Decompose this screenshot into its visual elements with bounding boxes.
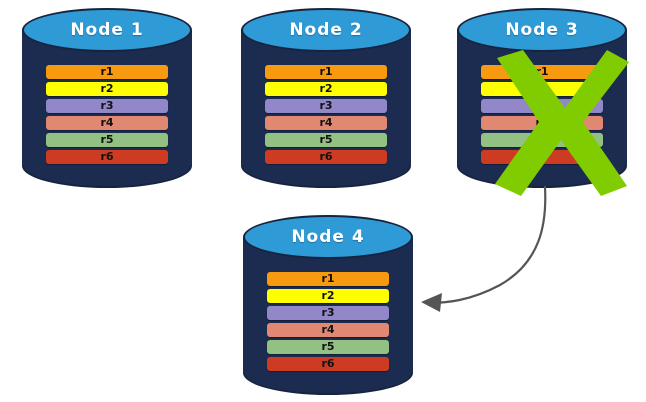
node-4-records: r1 r2 r3 r4 r5 r6 [266, 272, 390, 371]
record-bar[interactable]: r6 [266, 357, 390, 371]
record-bar[interactable]: r3 [266, 306, 390, 320]
record-bar[interactable]: r5 [45, 133, 169, 147]
node-3-label: Node 3 [505, 20, 579, 40]
record-bar[interactable]: r3 [264, 99, 388, 113]
node-3[interactable]: Node 3 r1 r2 r3 r4 r5 r6 [457, 8, 629, 196]
cylinder-top [22, 8, 192, 52]
node-3-records: r1 r2 r3 r4 r5 r6 [480, 65, 604, 164]
record-bar[interactable]: r1 [266, 272, 390, 286]
record-bar[interactable]: r4 [266, 323, 390, 337]
record-bar[interactable]: r5 [480, 133, 604, 147]
record-bar[interactable]: r2 [45, 82, 169, 96]
record-bar[interactable]: r6 [45, 150, 169, 164]
node-4-label: Node 4 [291, 227, 365, 247]
record-bar[interactable]: r2 [266, 289, 390, 303]
record-bar[interactable]: r4 [45, 116, 169, 130]
record-bar[interactable]: r3 [480, 99, 604, 113]
node-2-records: r1 r2 r3 r4 r5 r6 [264, 65, 388, 164]
cylinder-top [243, 215, 413, 259]
failover-arrow-line [426, 185, 547, 305]
node-1-label: Node 1 [70, 20, 144, 40]
failover-arrow-head-icon [421, 293, 442, 312]
record-bar[interactable]: r4 [264, 116, 388, 130]
record-bar[interactable]: r1 [264, 65, 388, 79]
node-1[interactable]: Node 1 r1 r2 r3 r4 r5 r6 [22, 8, 192, 188]
node-2-label: Node 2 [289, 20, 363, 40]
cylinder-top [241, 8, 411, 52]
record-bar[interactable]: r5 [264, 133, 388, 147]
record-bar[interactable]: r1 [480, 65, 604, 79]
node-2[interactable]: Node 2 r1 r2 r3 r4 r5 r6 [241, 8, 411, 188]
node-1-records: r1 r2 r3 r4 r5 r6 [45, 65, 169, 164]
node-4[interactable]: Node 4 r1 r2 r3 r4 r5 r6 [243, 215, 413, 395]
record-bar[interactable]: r5 [266, 340, 390, 354]
record-bar[interactable]: r1 [45, 65, 169, 79]
record-bar[interactable]: r2 [264, 82, 388, 96]
record-bar[interactable]: r2 [480, 82, 604, 96]
record-bar[interactable]: r6 [264, 150, 388, 164]
record-bar[interactable]: r4 [480, 116, 604, 130]
record-bar[interactable]: r6 [480, 150, 604, 164]
record-bar[interactable]: r3 [45, 99, 169, 113]
